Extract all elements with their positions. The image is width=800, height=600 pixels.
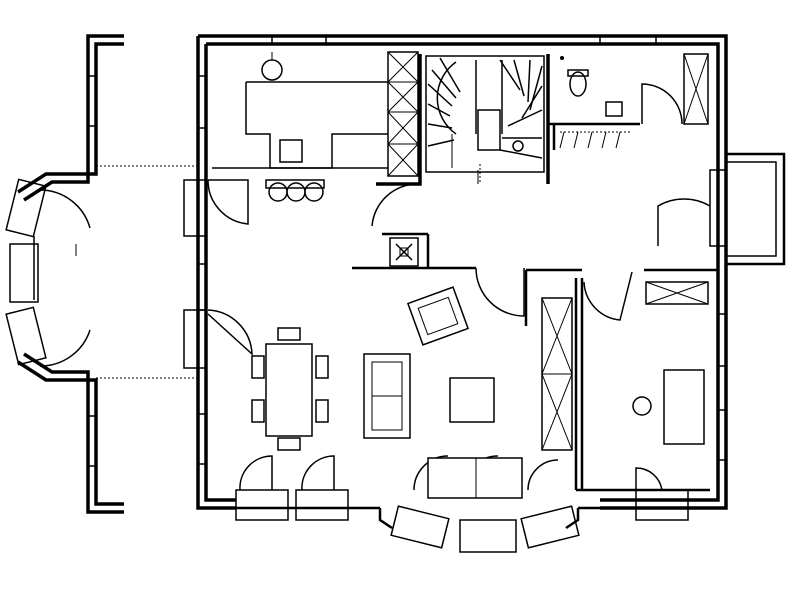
fireplace xyxy=(389,237,419,267)
bathroom xyxy=(559,53,709,149)
right-room xyxy=(632,281,709,445)
staircase xyxy=(425,55,545,184)
windows-top xyxy=(271,35,657,45)
interior-walls xyxy=(352,54,718,492)
living-room xyxy=(363,286,573,499)
doors xyxy=(207,179,711,491)
left-bay xyxy=(5,34,198,514)
kitchen xyxy=(212,51,419,202)
windows-left xyxy=(183,75,207,465)
right-porch xyxy=(726,152,786,266)
dining-table xyxy=(251,327,329,451)
bottom-bay-windows xyxy=(235,489,689,553)
windows-right xyxy=(709,169,727,461)
